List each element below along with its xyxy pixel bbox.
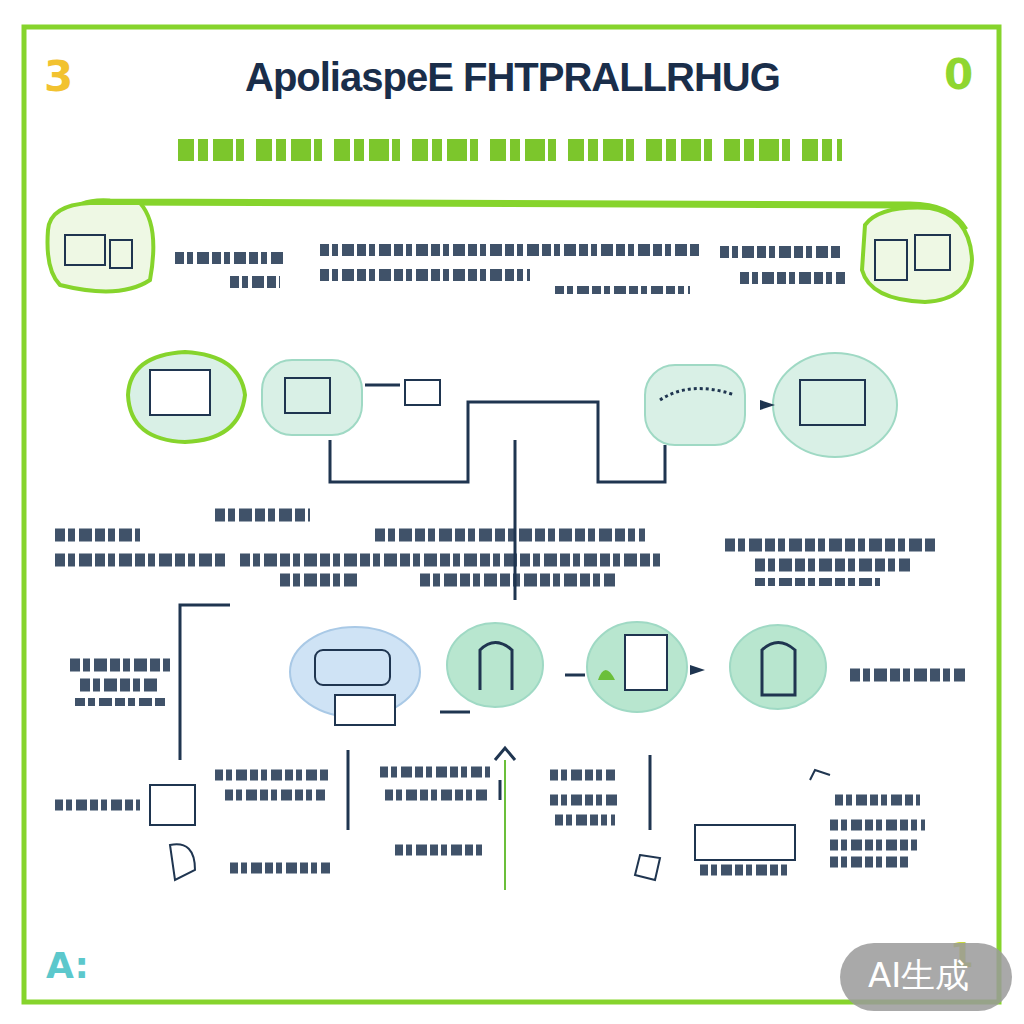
wire <box>180 385 665 830</box>
top-band <box>70 202 965 230</box>
corner-icon-left <box>48 203 154 291</box>
sketch-figure <box>150 748 830 890</box>
outer-frame <box>24 27 999 1002</box>
scribble-text <box>175 250 845 290</box>
icon-detail <box>110 240 132 268</box>
bubble-row-1 <box>128 352 897 457</box>
corner-label: A: <box>46 945 89 986</box>
watermark: AI生成 <box>868 953 969 999</box>
icon-detail <box>875 240 907 280</box>
subtitle-glyphs <box>178 139 842 161</box>
icon-detail <box>65 235 105 265</box>
icon-detail <box>915 235 950 270</box>
corner-number: 3 <box>44 52 73 101</box>
scribble-text <box>55 772 925 870</box>
corner-icon-right <box>862 208 972 302</box>
bubble-row-2 <box>290 622 826 725</box>
diagram-title: ApoliaspeE FHTPRALLRHUG <box>245 55 780 100</box>
corner-number: 0 <box>944 50 973 99</box>
watermark-badge <box>840 943 1012 1011</box>
